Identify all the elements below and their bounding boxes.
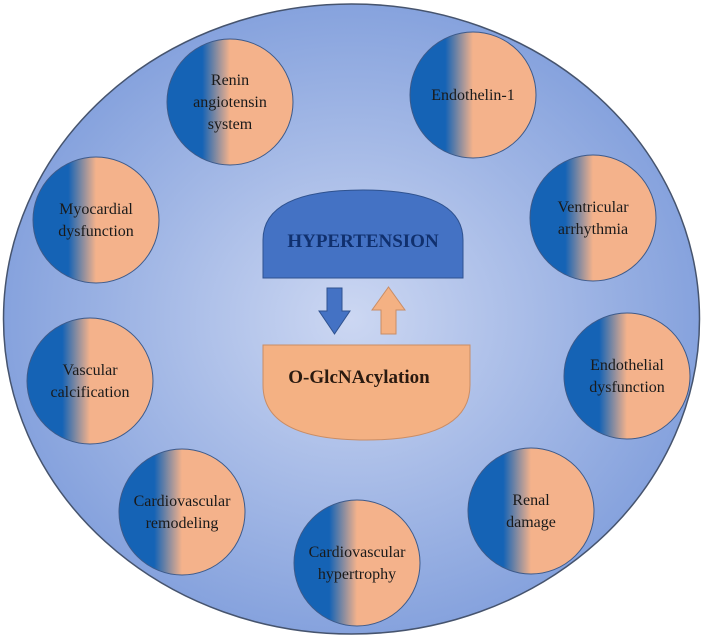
hypertension-label: HYPERTENSION (287, 231, 439, 252)
factor-node: Cardiovascular remodeling (118, 448, 246, 576)
factor-node: Vascular calcification (26, 317, 154, 445)
arrow-up-icon (371, 286, 406, 335)
factor-node-circle (26, 317, 154, 445)
factor-node-label: Renin (211, 72, 249, 89)
factor-nodes: Renin angiotensin system Endothelin-1Ventri… (26, 31, 691, 627)
factor-node-label: Endothelial (590, 357, 664, 374)
factor-node-label: angiotensin (193, 94, 267, 111)
factor-node-label: damage (506, 514, 556, 531)
factor-node-circle (293, 499, 421, 627)
factor-node: Cardiovascular hypertrophy (293, 499, 421, 627)
factor-node-circle (467, 447, 595, 575)
factor-node-circle (409, 31, 537, 159)
oglcnacylation-label: O-GlcNAcylation (288, 367, 430, 388)
factor-node-label: Endothelin-1 (431, 87, 515, 104)
factor-node: Endothelin-1 (409, 31, 537, 159)
factor-node-label: Cardiovascular (134, 493, 232, 510)
factor-node-label: calcification (50, 384, 129, 401)
factor-node-label: Ventricular (557, 199, 629, 216)
factor-node-circle (529, 154, 657, 282)
hypertension-shape (262, 189, 464, 279)
oglcnacylation-shape (262, 344, 471, 441)
factor-node-label: Vascular (62, 362, 118, 379)
factor-node-label: arrhythmia (558, 221, 628, 238)
factor-node-circle (563, 312, 691, 440)
hypertension-block: HYPERTENSION (262, 189, 464, 279)
factor-node-label: dysfunction (589, 379, 665, 396)
factor-node-label: remodeling (146, 515, 219, 532)
factor-node-label: hypertrophy (318, 566, 396, 583)
factor-node: Endothelial dysfunction (563, 312, 691, 440)
factor-node-circle (166, 38, 294, 166)
factor-node-label: Renal (512, 492, 550, 509)
factor-node-label: Myocardial (59, 201, 133, 218)
factor-node: Renin angiotensin system (166, 38, 294, 166)
factor-node-label: dysfunction (58, 223, 134, 240)
factor-node-label: Cardiovascular (309, 544, 407, 561)
factor-node: Ventricular arrhythmia (529, 154, 657, 282)
factor-node-label: system (208, 116, 253, 133)
arrow-down-icon (318, 287, 351, 335)
factor-node-circle (32, 156, 160, 284)
factor-node: Myocardial dysfunction (32, 156, 160, 284)
factor-node: Renal damage (467, 447, 595, 575)
factor-node-circle (118, 448, 246, 576)
oglcnacylation-block: O-GlcNAcylation (262, 344, 471, 441)
